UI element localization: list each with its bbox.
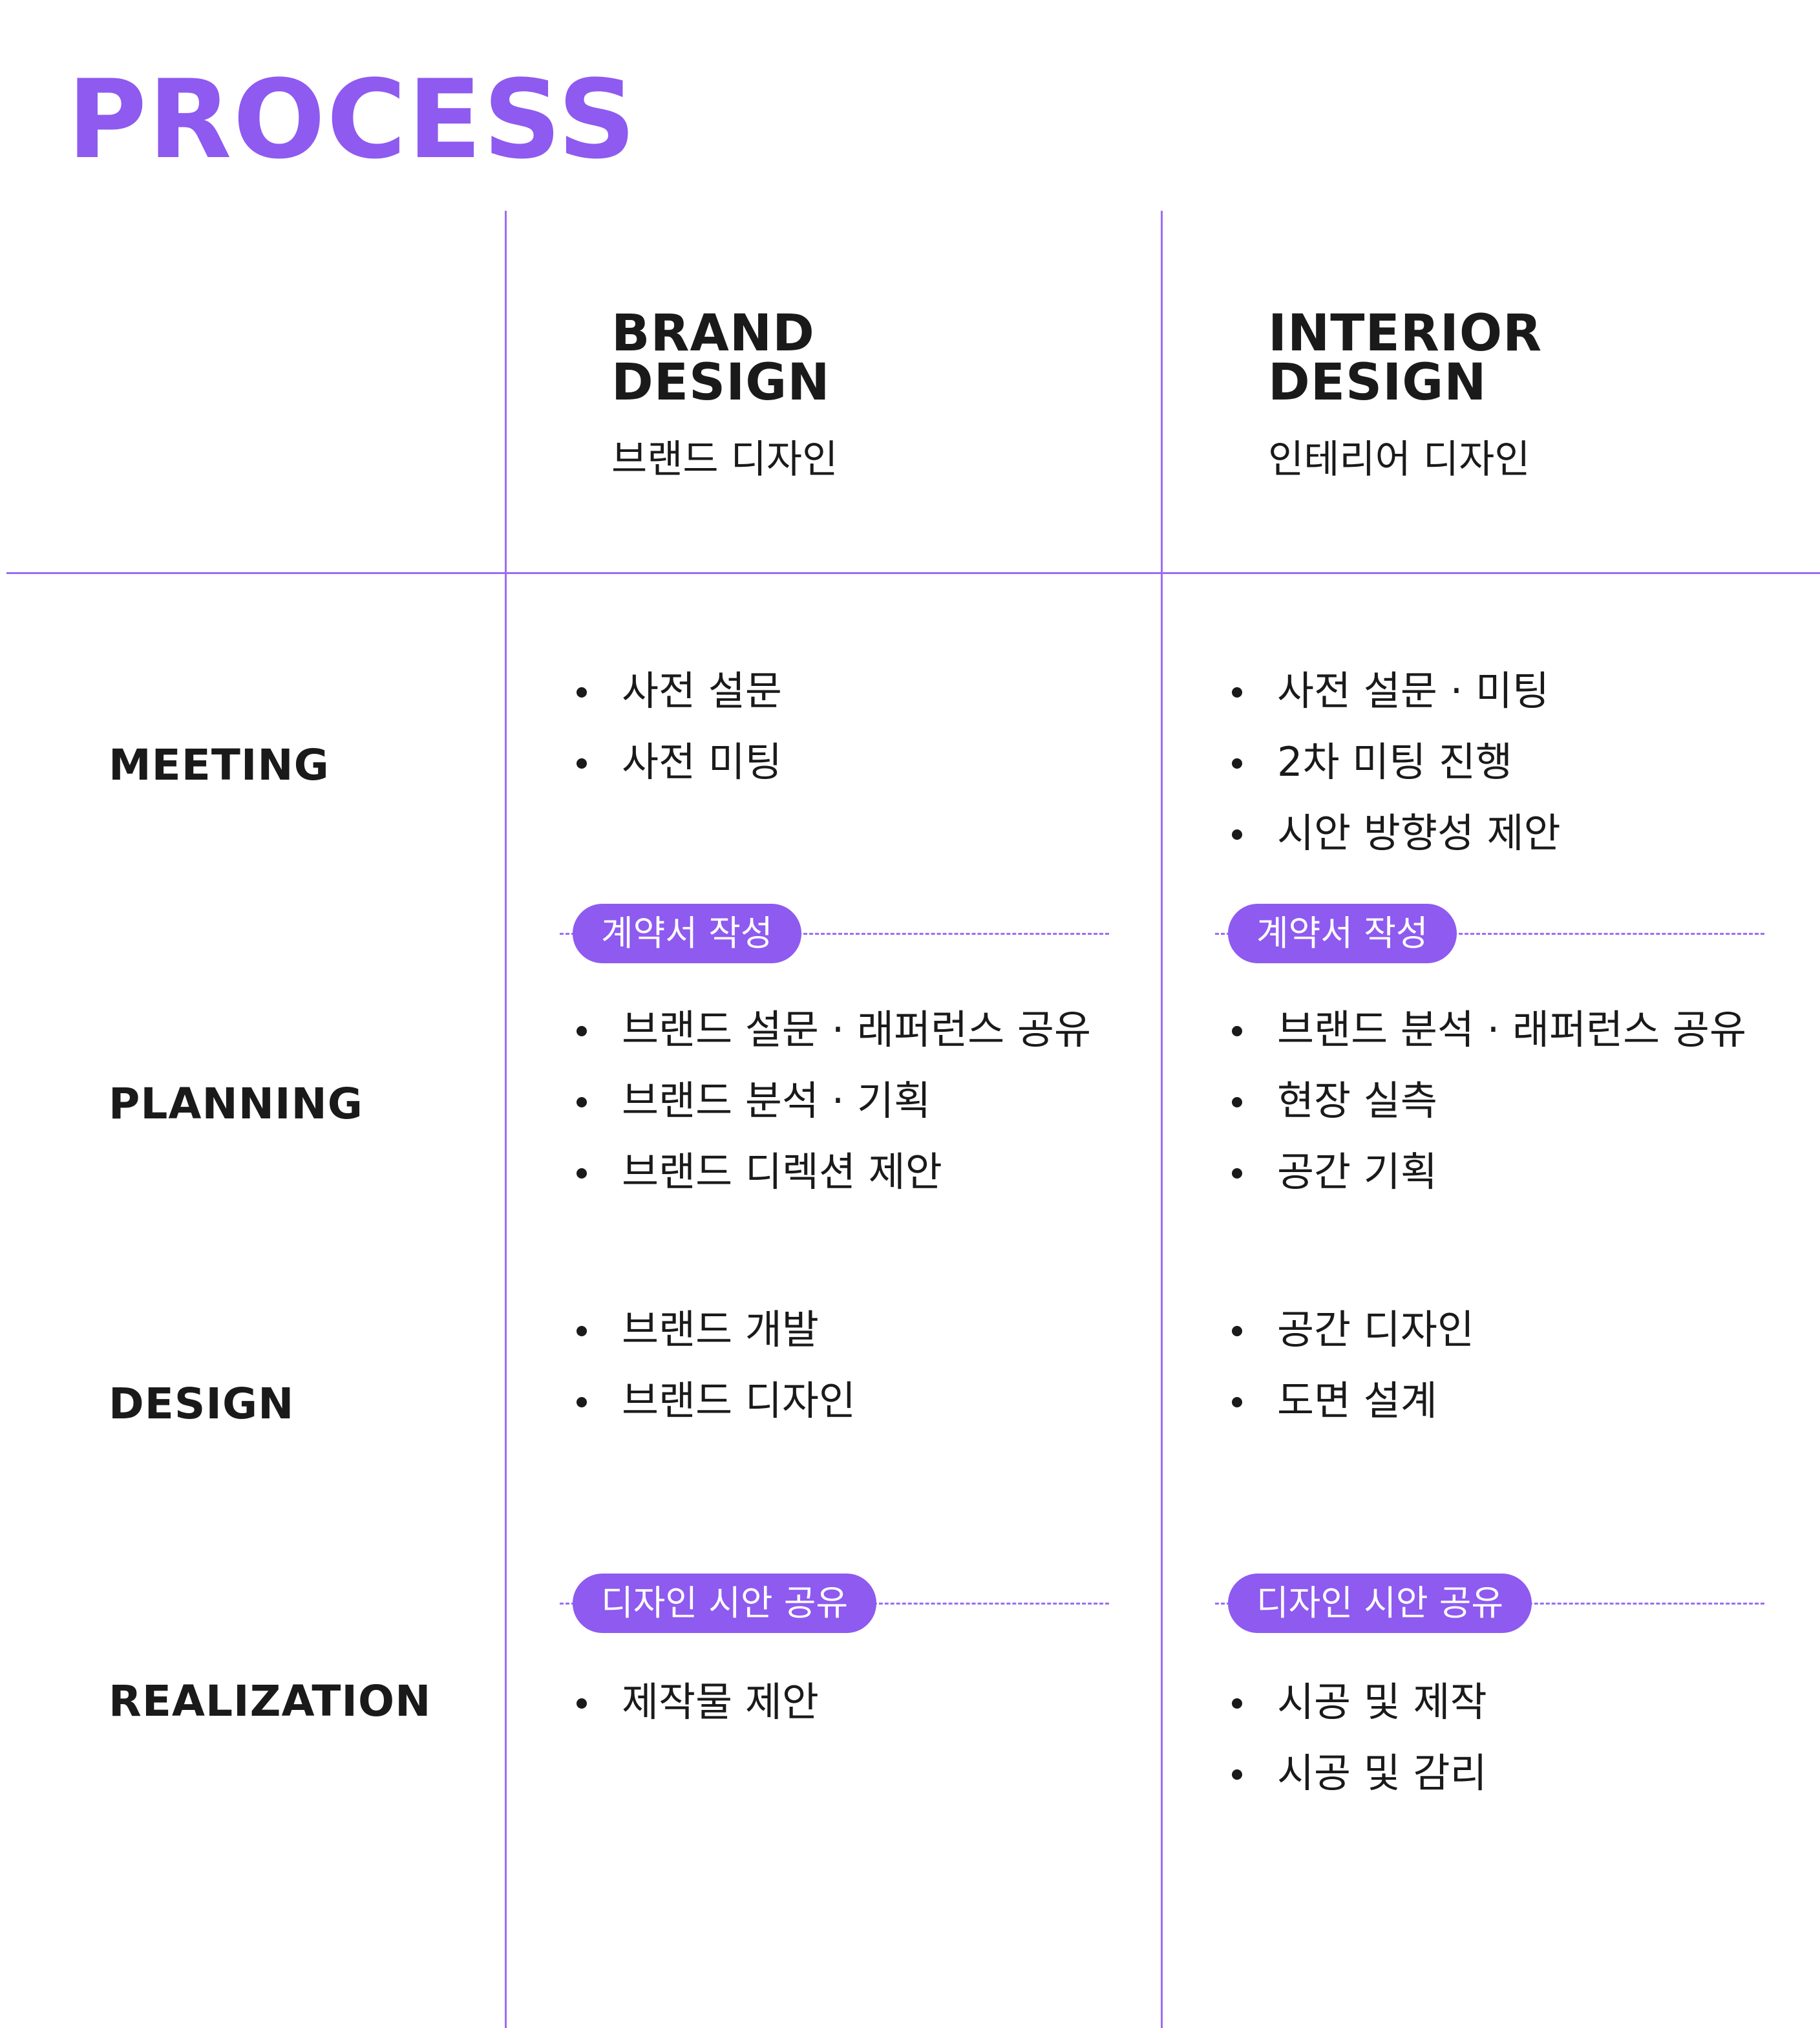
bullet-icon: [1232, 1026, 1242, 1036]
bullet-icon: [577, 1097, 587, 1107]
phase-meeting: MEETING: [109, 740, 330, 790]
list-item: 도면 설계: [1232, 1365, 1474, 1436]
phase-realization: REALIZATION: [109, 1676, 432, 1726]
list-item: 사전 설문 · 미팅: [1232, 656, 1561, 727]
brand-design-title: BRAND DESIGN: [611, 308, 831, 408]
interior-planning-list: 브랜드 분석 · 래퍼런스 공유 현장 실측 공간 기획: [1232, 994, 1746, 1208]
brand-share-divider: 디자인 시안 공유: [560, 1574, 1109, 1633]
bullet-icon: [1232, 1168, 1242, 1179]
list-item: 사전 설문: [577, 656, 782, 727]
bullet-icon: [577, 1397, 587, 1407]
interior-design-title: INTERIOR DESIGN: [1268, 308, 1542, 408]
bullet-icon: [1232, 1326, 1242, 1336]
brand-design-list: 브랜드 개발 브랜드 디자인: [577, 1294, 856, 1436]
bullet-icon: [1232, 1097, 1242, 1107]
list-item: 브랜드 디렉션 제안: [577, 1137, 1091, 1208]
interior-design-list: 공간 디자인 도면 설계: [1232, 1294, 1474, 1436]
bullet-icon: [1232, 1397, 1242, 1407]
brand-design-subtitle: 브랜드 디자인: [611, 437, 838, 482]
bullet-icon: [1232, 829, 1242, 840]
interior-design-subtitle: 인테리어 디자인: [1268, 437, 1530, 482]
bullet-icon: [577, 1026, 587, 1036]
phase-design: DESIGN: [109, 1379, 295, 1429]
bullet-icon: [577, 1168, 587, 1179]
interior-realization-list: 시공 및 제작 시공 및 감리: [1232, 1667, 1487, 1809]
brand-meeting-list: 사전 설문 사전 미팅: [577, 656, 782, 798]
brand-realization-list: 제작물 제안: [577, 1667, 819, 1738]
contract-badge: 계약서 작성: [573, 904, 801, 963]
brand-title-line1: BRAND: [611, 304, 815, 363]
bullet-icon: [577, 687, 587, 698]
bullet-icon: [1232, 758, 1242, 769]
list-item: 사전 미팅: [577, 727, 782, 798]
brand-title-line2: DESIGN: [611, 354, 831, 412]
phase-planning: PLANNING: [109, 1079, 363, 1129]
list-item: 시공 및 제작: [1232, 1667, 1487, 1738]
list-item: 제작물 제안: [577, 1667, 819, 1738]
list-item: 브랜드 설문 · 래퍼런스 공유: [577, 994, 1091, 1065]
bullet-icon: [1232, 1698, 1242, 1709]
list-item: 공간 기획: [1232, 1137, 1746, 1208]
interior-share-divider: 디자인 시안 공유: [1215, 1574, 1764, 1633]
brand-contract-divider: 계약서 작성: [560, 904, 1109, 963]
bullet-icon: [577, 1326, 587, 1336]
page-title: PROCESS: [67, 56, 637, 183]
interior-title-line1: INTERIOR: [1268, 304, 1543, 363]
share-badge: 디자인 시안 공유: [1228, 1574, 1532, 1633]
list-item: 브랜드 분석 · 기획: [577, 1065, 1091, 1137]
column-divider-right: [1161, 211, 1163, 2028]
interior-title-line2: DESIGN: [1268, 354, 1487, 412]
list-item: 브랜드 분석 · 래퍼런스 공유: [1232, 994, 1746, 1065]
column-divider-left: [505, 211, 507, 2028]
list-item: 공간 디자인: [1232, 1294, 1474, 1365]
list-item: 2차 미팅 진행: [1232, 727, 1561, 798]
list-item: 시안 방향성 제안: [1232, 798, 1561, 869]
bullet-icon: [1232, 687, 1242, 698]
list-item: 브랜드 개발: [577, 1294, 856, 1365]
bullet-icon: [1232, 1769, 1242, 1780]
bullet-icon: [577, 1698, 587, 1709]
dashed-line: [1215, 933, 1764, 935]
header-divider: [6, 572, 1820, 574]
share-badge: 디자인 시안 공유: [573, 1574, 877, 1633]
list-item: 시공 및 감리: [1232, 1738, 1487, 1809]
contract-badge: 계약서 작성: [1228, 904, 1457, 963]
dashed-line: [560, 933, 1109, 935]
list-item: 브랜드 디자인: [577, 1365, 856, 1436]
interior-contract-divider: 계약서 작성: [1215, 904, 1764, 963]
bullet-icon: [577, 758, 587, 769]
list-item: 현장 실측: [1232, 1065, 1746, 1137]
interior-meeting-list: 사전 설문 · 미팅 2차 미팅 진행 시안 방향성 제안: [1232, 656, 1561, 869]
brand-planning-list: 브랜드 설문 · 래퍼런스 공유 브랜드 분석 · 기획 브랜드 디렉션 제안: [577, 994, 1091, 1208]
